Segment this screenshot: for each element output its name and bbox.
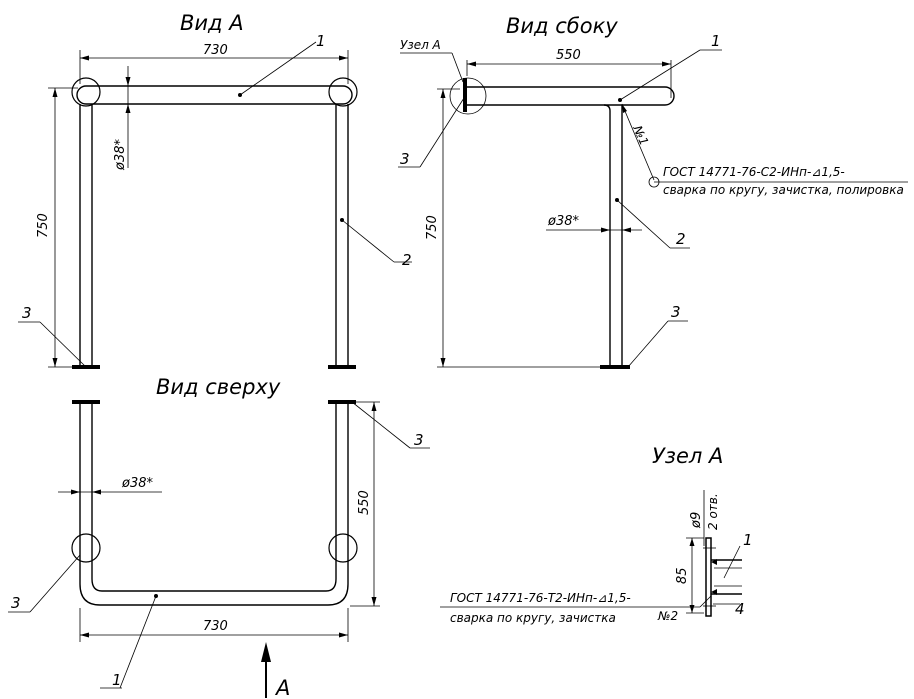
leader-pos3-node: 3 — [400, 150, 410, 168]
leader-pos1-front: 1 — [316, 32, 326, 50]
leader-pos3-side: 3 — [671, 303, 681, 321]
leader-pos1-side: 1 — [711, 32, 721, 50]
leader-pos3-front: 3 — [22, 304, 32, 322]
leader-pos1-node: 1 — [743, 531, 753, 549]
weld1-text-line2: сварка по кругу, зачистка, полировка — [663, 183, 904, 197]
view-a-title: Вид А — [180, 11, 244, 35]
dim-holes-count: 2 отв. — [706, 493, 720, 530]
weld2-text-line2: сварка по кругу, зачистка — [450, 611, 616, 625]
base-plate-right — [328, 365, 356, 369]
dim-height-750-side: 750 — [425, 215, 440, 240]
dim-width-730-top: 730 — [203, 619, 228, 634]
side-top-rail — [467, 86, 675, 106]
node-a-ref-label: Узел А — [400, 38, 441, 52]
node-a-detail: Узел А 85 ø9 2 отв. 1 4 ГОСТ 14771-76-Т2… — [440, 444, 753, 625]
top-u-pipe-outer — [79, 404, 349, 606]
dim-diameter-38-top: ø38* — [121, 476, 153, 491]
flange-left — [71, 77, 101, 107]
top-rail — [76, 85, 353, 105]
leader-pos1-top: 1 — [112, 671, 122, 689]
leader-pos3-top-left: 3 — [11, 594, 21, 612]
top-u-pipe-inner — [91, 404, 337, 592]
dim-width-730: 730 — [203, 43, 228, 58]
weld1-text-line1: ГОСТ 14771-76-С2-ИНп-⊿1,5- — [663, 165, 845, 179]
top-base-plate-right — [328, 400, 356, 404]
view-side-title: Вид сбоку — [506, 14, 618, 38]
weld1-mark: №1 — [630, 123, 651, 148]
leader-pos2-front: 2 — [402, 251, 412, 269]
top-flange-left — [71, 533, 101, 563]
dim-hole-9: ø9 — [689, 512, 704, 529]
view-side: Вид сбоку Узел А 550 750 ø38* №1 — [398, 14, 908, 369]
dim-depth-550-top: 550 — [357, 490, 372, 515]
dim-85: 85 — [675, 567, 690, 584]
side-base-plate — [600, 365, 630, 369]
node-a-title: Узел А — [652, 444, 723, 468]
leader-pos3-top-right: 3 — [414, 431, 424, 449]
node-a-callout-circle — [449, 77, 487, 115]
view-top-title: Вид сверху — [156, 375, 281, 399]
view-arrow-a-label: A — [274, 676, 290, 699]
dim-diameter-38-side: ø38* — [547, 214, 579, 229]
dim-height-750: 750 — [36, 213, 51, 238]
weld2-text-line1: ГОСТ 14771-76-Т2-ИНп-⊿1,5- — [450, 591, 631, 605]
view-a: Вид А 730 750 ø38* 1 — [18, 11, 412, 369]
leader-pos2-side: 2 — [676, 230, 686, 248]
node-a-flange — [705, 537, 712, 617]
flange-right — [328, 77, 358, 107]
top-base-plate-left — [72, 400, 100, 404]
dim-diameter-38-front: ø38* — [113, 139, 128, 171]
top-flange-right — [328, 533, 358, 563]
dim-depth-550-side: 550 — [556, 48, 581, 63]
weld2-mark: №2 — [657, 609, 678, 623]
leader-pos4-node: 4 — [735, 600, 745, 618]
node-a-pipe — [711, 559, 742, 595]
view-top: Вид сверху 550 730 ø38* 3 3 — [8, 375, 430, 699]
